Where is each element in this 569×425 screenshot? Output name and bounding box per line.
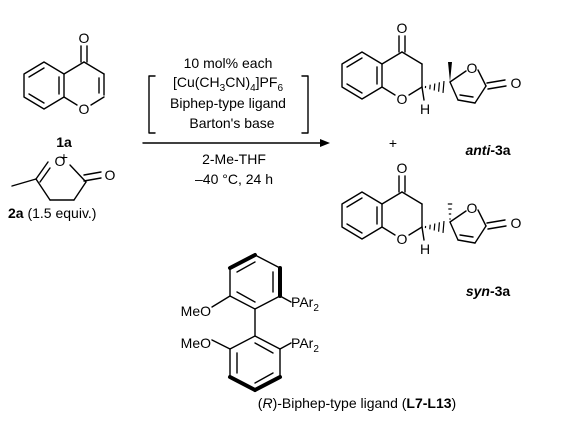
atom-o: O bbox=[511, 215, 522, 231]
anti-3a-structure: O O H O O bbox=[341, 20, 522, 117]
methoxy-group: MeO bbox=[181, 335, 211, 351]
ligand-condition: Biphep-type ligand bbox=[170, 95, 286, 111]
atom-o: O bbox=[397, 91, 408, 107]
atom-o: O bbox=[79, 30, 90, 46]
atom-o: O bbox=[105, 167, 116, 183]
catalyst-loading: 10 mol% each bbox=[184, 55, 273, 71]
solvent-condition: 2-Me-THF bbox=[202, 151, 266, 167]
atom-h: H bbox=[420, 101, 430, 117]
temperature-time-condition: –40 °C, 24 h bbox=[195, 171, 273, 187]
atom-o: O bbox=[397, 231, 408, 247]
plus-sign: + bbox=[60, 149, 68, 165]
arrowhead bbox=[320, 139, 330, 147]
atom-o: O bbox=[467, 200, 478, 216]
compound-label-anti-3a: anti-3a bbox=[465, 142, 510, 158]
methoxy-group: MeO bbox=[181, 303, 211, 319]
ligand-caption: (R)-Biphep-type ligand (L7-L13) bbox=[258, 395, 456, 411]
biphep-ligand-structure: MeO MeO PAr2 PAr2 bbox=[181, 253, 319, 392]
diarylphosphino-group: PAr2 bbox=[291, 294, 319, 314]
base-condition: Barton's base bbox=[189, 115, 274, 131]
syn-3a-structure: O O H O O bbox=[341, 160, 522, 257]
angelica-lactone-2a-structure: O O bbox=[11, 153, 116, 201]
copper-salt: [Cu(CH3CN)4]PF6 bbox=[173, 74, 283, 94]
atom-o: O bbox=[79, 101, 90, 117]
compound-label-syn-3a: syn-3a bbox=[466, 283, 511, 299]
atom-h: H bbox=[420, 241, 430, 257]
compound-label-2a: 2a (1.5 equiv.) bbox=[8, 205, 96, 221]
reaction-conditions: 10 mol% each [Cu(CH3CN)4]PF6 Biphep-type… bbox=[142, 55, 330, 187]
atom-o: O bbox=[397, 20, 408, 36]
chromone-1a-structure: O O bbox=[23, 30, 105, 117]
atom-o: O bbox=[467, 60, 478, 76]
diarylphosphino-group: PAr2 bbox=[291, 335, 319, 355]
left-bracket bbox=[148, 75, 156, 134]
atom-o: O bbox=[397, 160, 408, 176]
atom-o: O bbox=[55, 153, 66, 169]
atom-o: O bbox=[511, 75, 522, 91]
right-bracket bbox=[301, 75, 309, 134]
compound-label-1a: 1a bbox=[56, 134, 72, 150]
plus-sign: + bbox=[389, 135, 397, 151]
